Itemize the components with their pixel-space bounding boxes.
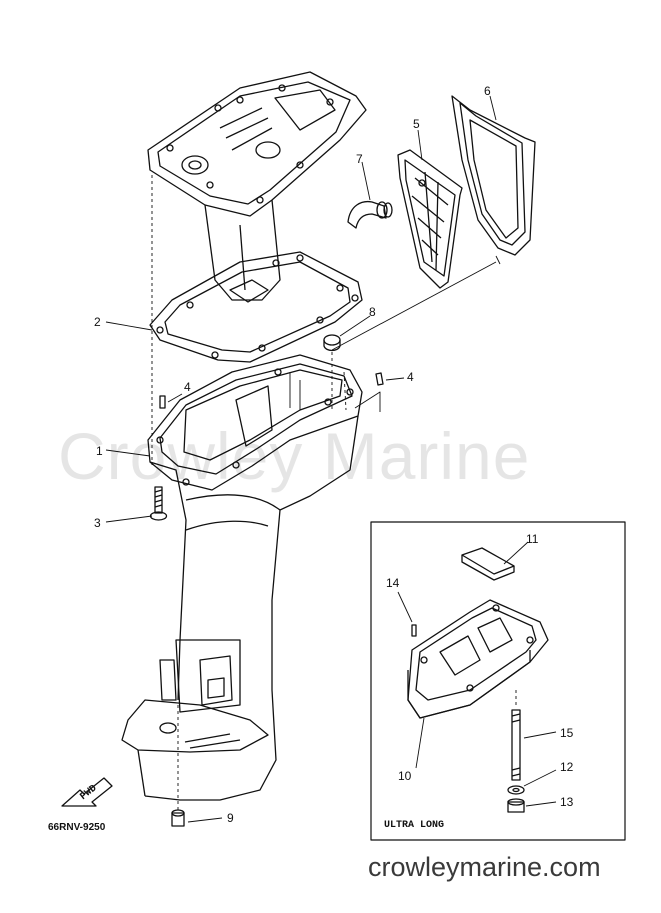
part-5-grille: [397, 149, 463, 289]
callout-11: 11: [526, 532, 539, 546]
callout-6: 6: [484, 84, 491, 98]
callout-14: 14: [386, 576, 400, 590]
callout-5: 5: [413, 117, 420, 131]
part-1-upper-casing-flange: [147, 354, 363, 491]
part-3-bolt: [149, 486, 168, 521]
callout-13: 13: [560, 795, 574, 809]
callout-2: 2: [94, 315, 101, 329]
part-8-grommet: [323, 334, 341, 352]
guide-lines: [151, 175, 517, 810]
engine-mount-plate: [147, 71, 367, 301]
callout-9: 9: [227, 811, 234, 825]
leader-lines: [105, 95, 557, 823]
part-2-gasket: [149, 251, 363, 363]
footer-url[interactable]: crowleymarine.com: [368, 852, 601, 882]
part-4-dowels: [159, 372, 384, 409]
inset-label: ULTRA LONG: [384, 820, 445, 831]
callout-8: 8: [369, 305, 376, 319]
watermark-text: Crowley Marine: [58, 419, 531, 493]
part-7-hose: [347, 200, 393, 229]
callout-10: 10: [398, 769, 412, 783]
callout-1: 1: [96, 444, 103, 458]
fwd-arrow-icon: [61, 777, 113, 807]
callout-4-right: 4: [407, 370, 414, 384]
upper-casing-body: [121, 415, 359, 801]
drawing-code: 66RNV-9250: [48, 822, 106, 833]
part-9-bolt: [171, 809, 185, 827]
ultra-long-inset: [370, 521, 626, 841]
callout-7: 7: [356, 152, 363, 166]
part-6-seal: [451, 95, 536, 256]
callout-15: 15: [560, 726, 574, 740]
callout-12: 12: [560, 760, 574, 774]
callout-3: 3: [94, 516, 101, 530]
alignment-lines: [289, 255, 501, 412]
fwd-label: FWD: [78, 783, 99, 803]
callout-4-left: 4: [184, 380, 191, 394]
